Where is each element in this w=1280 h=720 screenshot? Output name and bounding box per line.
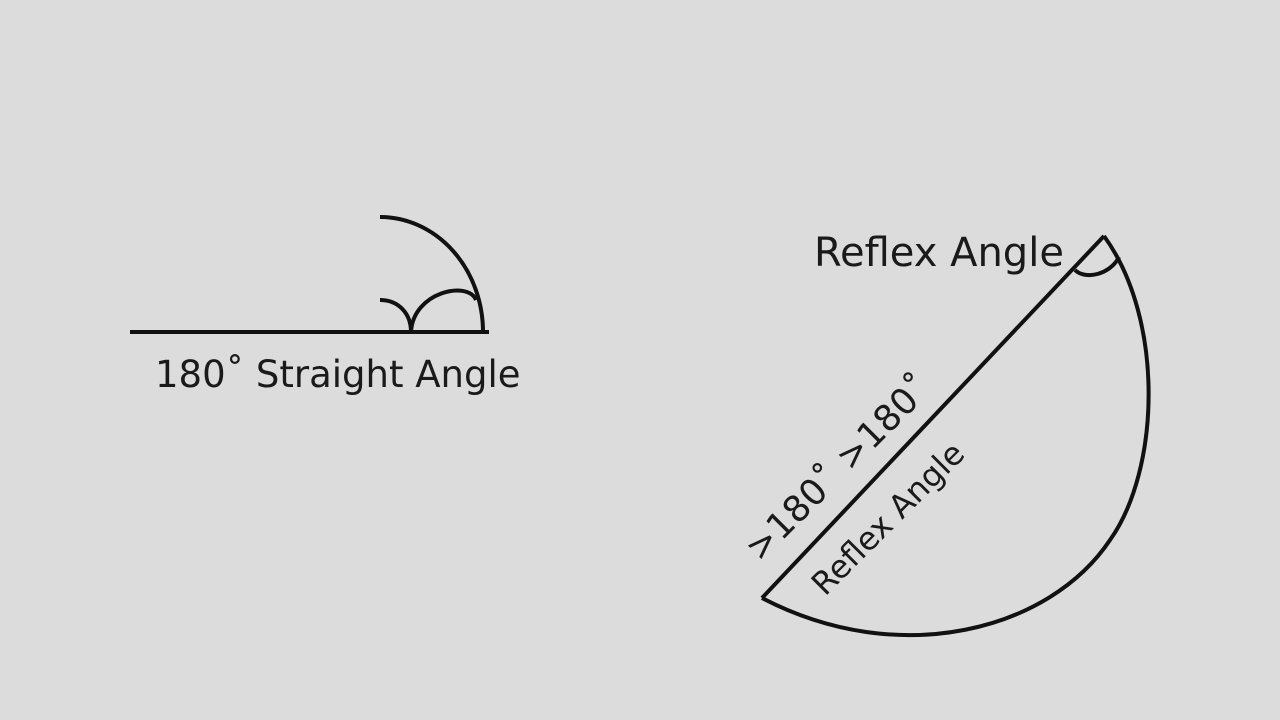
reflex-angle-line-label: >180˚ >180˚	[737, 367, 939, 569]
straight-angle-large-arc	[379, 215, 485, 333]
reflex-angle-title: Reflex Angle	[814, 230, 1064, 276]
reflex-angle-diagonal	[760, 234, 1106, 600]
reflex-angle-vertex-arc	[1073, 255, 1121, 278]
reflex-angle-figure: Reflex Angle >180˚ >180˚ Reflex Angle	[737, 230, 1151, 637]
straight-angle-figure: 180˚ Straight Angle	[130, 215, 521, 396]
straight-angle-small-arc-right	[409, 288, 478, 333]
reflex-angle-semicircle	[761, 234, 1151, 637]
straight-angle-label: 180˚ Straight Angle	[155, 353, 521, 396]
straight-angle-small-arc-left	[379, 298, 413, 333]
